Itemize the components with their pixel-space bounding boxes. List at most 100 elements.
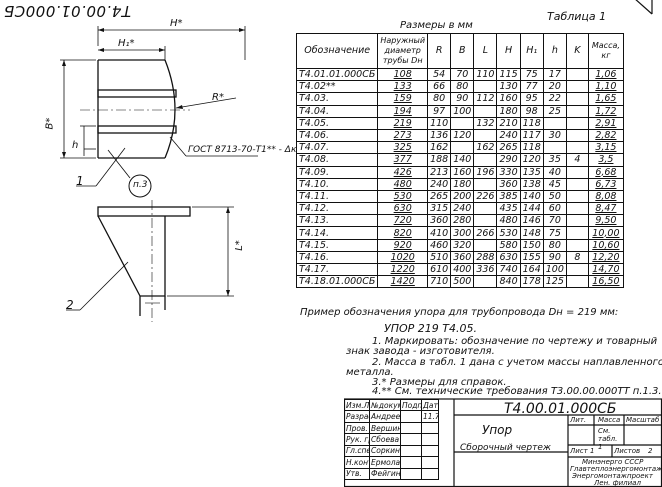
table-cell-l: 162 xyxy=(473,141,498,155)
signature-cell-name: Вершинина xyxy=(369,421,401,435)
table-cell-b: 320 xyxy=(450,238,475,252)
table-cell-h: 630 xyxy=(496,250,521,265)
table-cell-l xyxy=(473,177,498,191)
table-cell-l xyxy=(473,104,498,118)
table-cell-h1: 144 xyxy=(519,202,544,216)
org-line-1: Минэнерго СССР xyxy=(582,458,644,466)
table-cell-code: Т4.12. xyxy=(295,202,379,216)
table-cell-h1: 150 xyxy=(519,238,544,252)
table-cell-d: 720 xyxy=(377,214,429,228)
table-cell-h1: 135 xyxy=(519,165,544,179)
table-cell-k xyxy=(565,80,589,94)
table-cell-code: Т4.09. xyxy=(295,165,379,179)
org-line-2: Главтеплоэнергомонтаж xyxy=(570,465,662,473)
table-cell-code: Т4.16. xyxy=(295,250,379,265)
dimensions-table: Обозначение Наружный диаметр трубы Dн R … xyxy=(295,33,624,289)
table-cell-r: 410 xyxy=(427,226,452,240)
table-cell-k xyxy=(565,202,589,216)
table-cell-m: 1,06 xyxy=(587,67,624,82)
signature-cell-role: Рук. гр. xyxy=(344,433,370,446)
title-doc-type: Сборочный чертеж xyxy=(460,443,552,453)
table-cell-d: 219 xyxy=(377,116,429,130)
table-cell-l: 288 xyxy=(473,250,498,265)
table-cell-r: 136 xyxy=(427,128,452,143)
table-cell-d: 530 xyxy=(377,189,429,204)
col-R: R xyxy=(427,33,452,69)
table-cell-h: 265 xyxy=(496,141,521,155)
table-cell-hh xyxy=(542,116,567,130)
col-lit-label: Лит. xyxy=(570,416,587,424)
weld-gost-label: ГОСТ 8713-70-Т1** - Δк xyxy=(188,145,297,155)
table-cell-l: 112 xyxy=(473,92,498,106)
table-cell-k xyxy=(565,104,589,118)
table-cell-m: 8,08 xyxy=(587,189,624,204)
signature-cell-date xyxy=(421,421,439,435)
table-cell-h1: 75 xyxy=(519,67,544,82)
dim-L-label: L* xyxy=(233,240,245,251)
col-scale-label: Масштаб xyxy=(626,416,660,424)
table-cell-h: 290 xyxy=(496,153,521,167)
table-cell-code: Т4.05. xyxy=(295,116,379,130)
col-K: K xyxy=(565,33,589,69)
table-cell-d: 159 xyxy=(377,92,429,106)
table-cell-hh: 25 xyxy=(542,104,567,118)
table-cell-m: 8,47 xyxy=(587,202,624,216)
table-cell-m: 3,15 xyxy=(587,141,624,155)
org-line-4: Лен. филиал xyxy=(594,479,641,487)
signature-table: Изм.Лист№докум.Подп.ДатаРазраб.Андреева1… xyxy=(344,398,439,480)
sheets-label: Листов xyxy=(614,447,641,455)
title-block: Изм.Лист№докум.Подп.ДатаРазраб.Андреева1… xyxy=(344,385,662,487)
table-cell-h1: 77 xyxy=(519,80,544,94)
table-cell-d: 820 xyxy=(377,226,429,240)
table-cell-k xyxy=(565,128,589,143)
signature-row: Утв.Фейгин xyxy=(344,467,439,480)
table-cell-m: 1,72 xyxy=(587,104,624,118)
table-cell-hh: 90 xyxy=(542,250,567,265)
signature-cell-name: Фейгин xyxy=(369,467,401,480)
table-cell-m: 2,91 xyxy=(587,116,624,130)
table-cell-d: 1420 xyxy=(377,275,429,289)
table-cell-r: 510 xyxy=(427,250,452,265)
signature-cell-date: Дата xyxy=(421,398,439,412)
table-cell-r: 610 xyxy=(427,262,452,277)
table-cell-code: Т4.08. xyxy=(295,153,379,167)
table-cell-b: 300 xyxy=(450,226,475,240)
table-cell-b: 280 xyxy=(450,214,475,228)
signature-cell-role: Разраб. xyxy=(344,410,370,423)
example-code: УПОР 219 Т4.05. xyxy=(384,322,477,335)
table-cell-r: 188 xyxy=(427,153,452,167)
table-cell-r: 66 xyxy=(427,80,452,94)
mass-value: См. табл. 1 xyxy=(598,427,618,451)
table-cell-m: 3,5 xyxy=(587,153,624,167)
table-cell-d: 1220 xyxy=(377,262,429,277)
note-1b: знак завода - изготовителя. xyxy=(346,346,495,357)
table-cell-k xyxy=(565,275,589,289)
size-caption: Размеры в мм xyxy=(400,20,473,31)
table-cell-m: 14,70 xyxy=(587,262,624,277)
table-cell-b: 120 xyxy=(450,128,475,143)
table-cell-h: 180 xyxy=(496,104,521,118)
position-1-label: 1 xyxy=(76,174,84,188)
table-cell-d: 273 xyxy=(377,128,429,143)
note-4: 4.** См. технические требования Т3.00.00… xyxy=(372,386,662,397)
table-cell-l: 110 xyxy=(473,67,498,82)
table-cell-b: 70 xyxy=(450,67,475,82)
table-cell-r: 162 xyxy=(427,141,452,155)
table-cell-hh: 50 xyxy=(542,189,567,204)
table-cell-h: 210 xyxy=(496,116,521,130)
table-cell-l: 132 xyxy=(473,116,498,130)
table-cell-d: 377 xyxy=(377,153,429,167)
table-cell-d: 1020 xyxy=(377,250,429,265)
table-cell-b: 140 xyxy=(450,153,475,167)
org-line-3: Энергомонтажпроект xyxy=(572,472,653,480)
signature-cell-sig xyxy=(400,456,422,469)
